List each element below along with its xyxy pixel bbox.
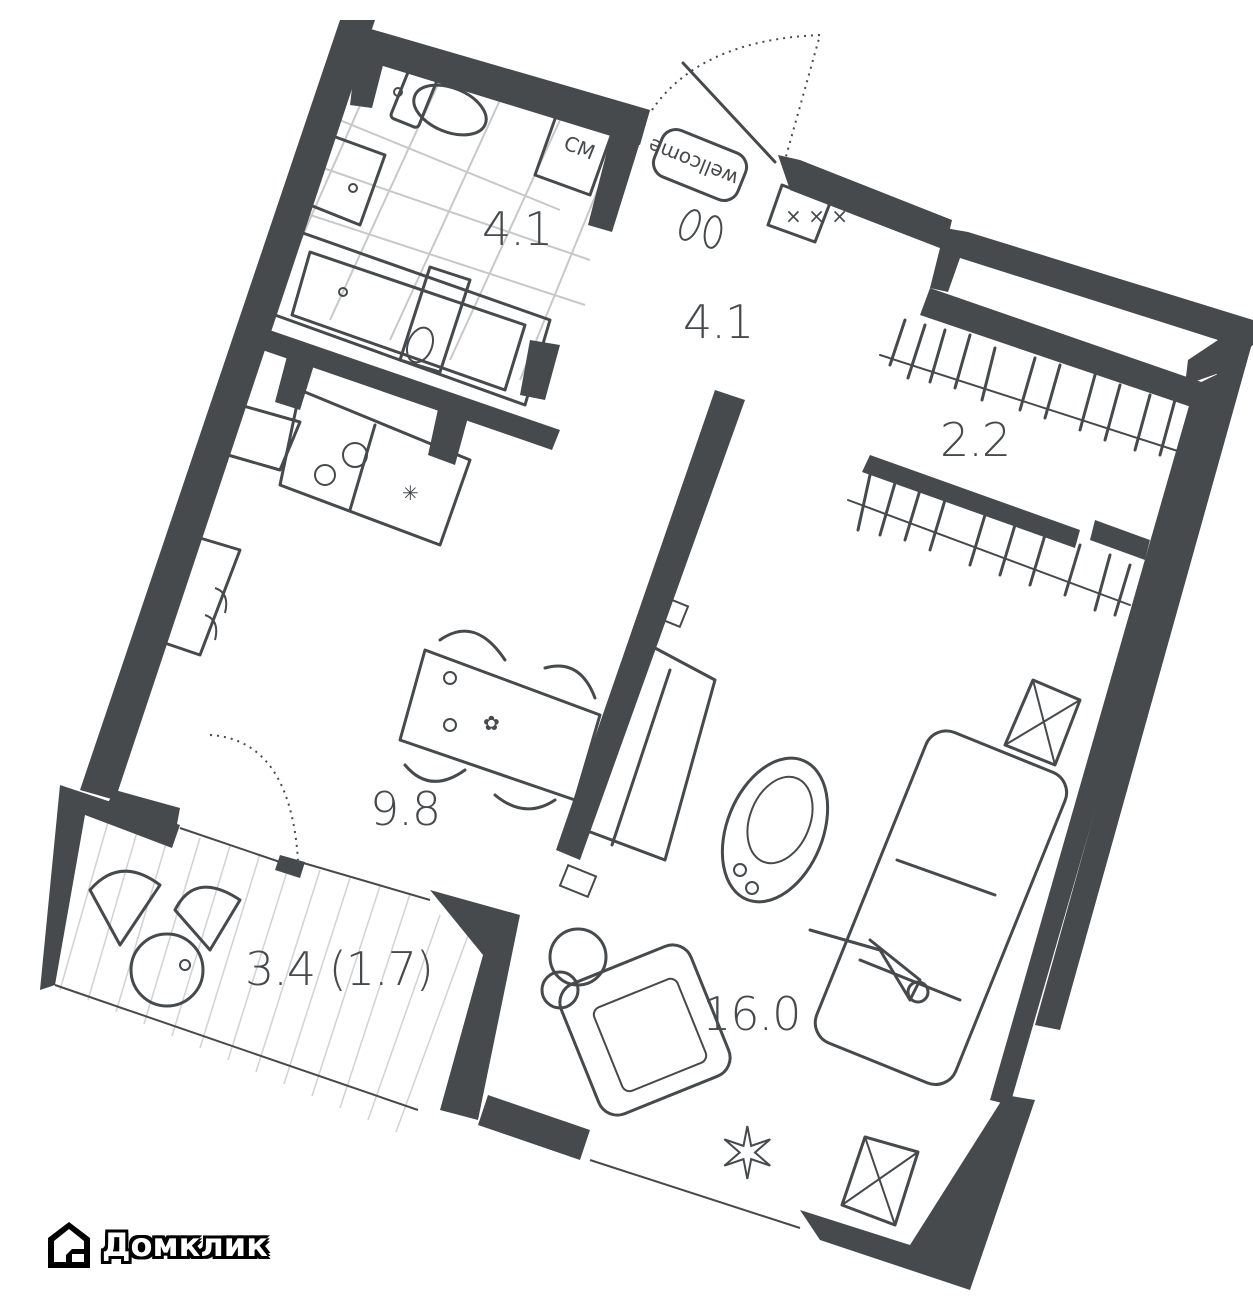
plant-icon: ✶	[717, 1112, 778, 1196]
area-label-bathroom: 4.1	[482, 202, 552, 256]
bathroom-sink-icon	[308, 133, 387, 227]
balcony-chair-right	[173, 885, 242, 952]
wardrobe-rack-bottom	[847, 473, 1132, 617]
logo-text: Домклик	[102, 1226, 268, 1264]
stove-hood-icon	[148, 533, 242, 657]
svg-text:✶: ✶	[718, 1113, 777, 1195]
domclick-logo: Домклик	[40, 1215, 268, 1275]
person-on-sofa-icon	[808, 928, 930, 1004]
ottoman-icon: × × ×	[766, 183, 848, 244]
house-logo-icon	[40, 1216, 98, 1274]
windows	[54, 827, 801, 1229]
floor-lamp-icon	[540, 927, 608, 1010]
balcony-floor-hatch	[55, 812, 483, 1145]
area-label-wardrobe: 2.2	[940, 413, 1010, 467]
toilet-icon	[389, 61, 488, 137]
balcony-chair-left	[88, 869, 162, 947]
kitchen-counter: ✳	[226, 388, 472, 547]
svg-text:✿: ✿	[483, 711, 500, 735]
wardrobe-rack-top	[879, 318, 1191, 457]
sofa-icon	[813, 729, 1069, 1086]
area-label-balcony: 3.4 (1.7)	[245, 942, 433, 996]
armchair-icon	[558, 943, 732, 1117]
walls	[40, 20, 1253, 1290]
bathtub-icon	[273, 230, 552, 407]
area-label-hallway: 4.1	[683, 295, 753, 349]
svg-text:СМ: СМ	[560, 131, 598, 165]
balcony-table	[129, 932, 205, 1008]
doormat-icon: wellcome	[645, 127, 749, 203]
svg-text:× × ×: × × ×	[785, 204, 848, 228]
shoes-icon	[679, 209, 723, 249]
storage-box-icon-bottom	[840, 1135, 920, 1227]
area-label-living-room: 16.0	[702, 987, 800, 1041]
dining-table-icon: ✿	[398, 629, 602, 811]
kitchen-door-swing	[209, 734, 299, 861]
svg-text:✳: ✳	[402, 481, 419, 505]
entrance-door	[651, 33, 822, 164]
area-label-kitchen: 9.8	[370, 782, 440, 836]
tv-stand-icon	[558, 593, 717, 899]
coffee-table-icon	[720, 756, 830, 904]
svg-text:wellcome: wellcome	[645, 133, 742, 191]
storage-box-icon-right	[1003, 678, 1082, 767]
